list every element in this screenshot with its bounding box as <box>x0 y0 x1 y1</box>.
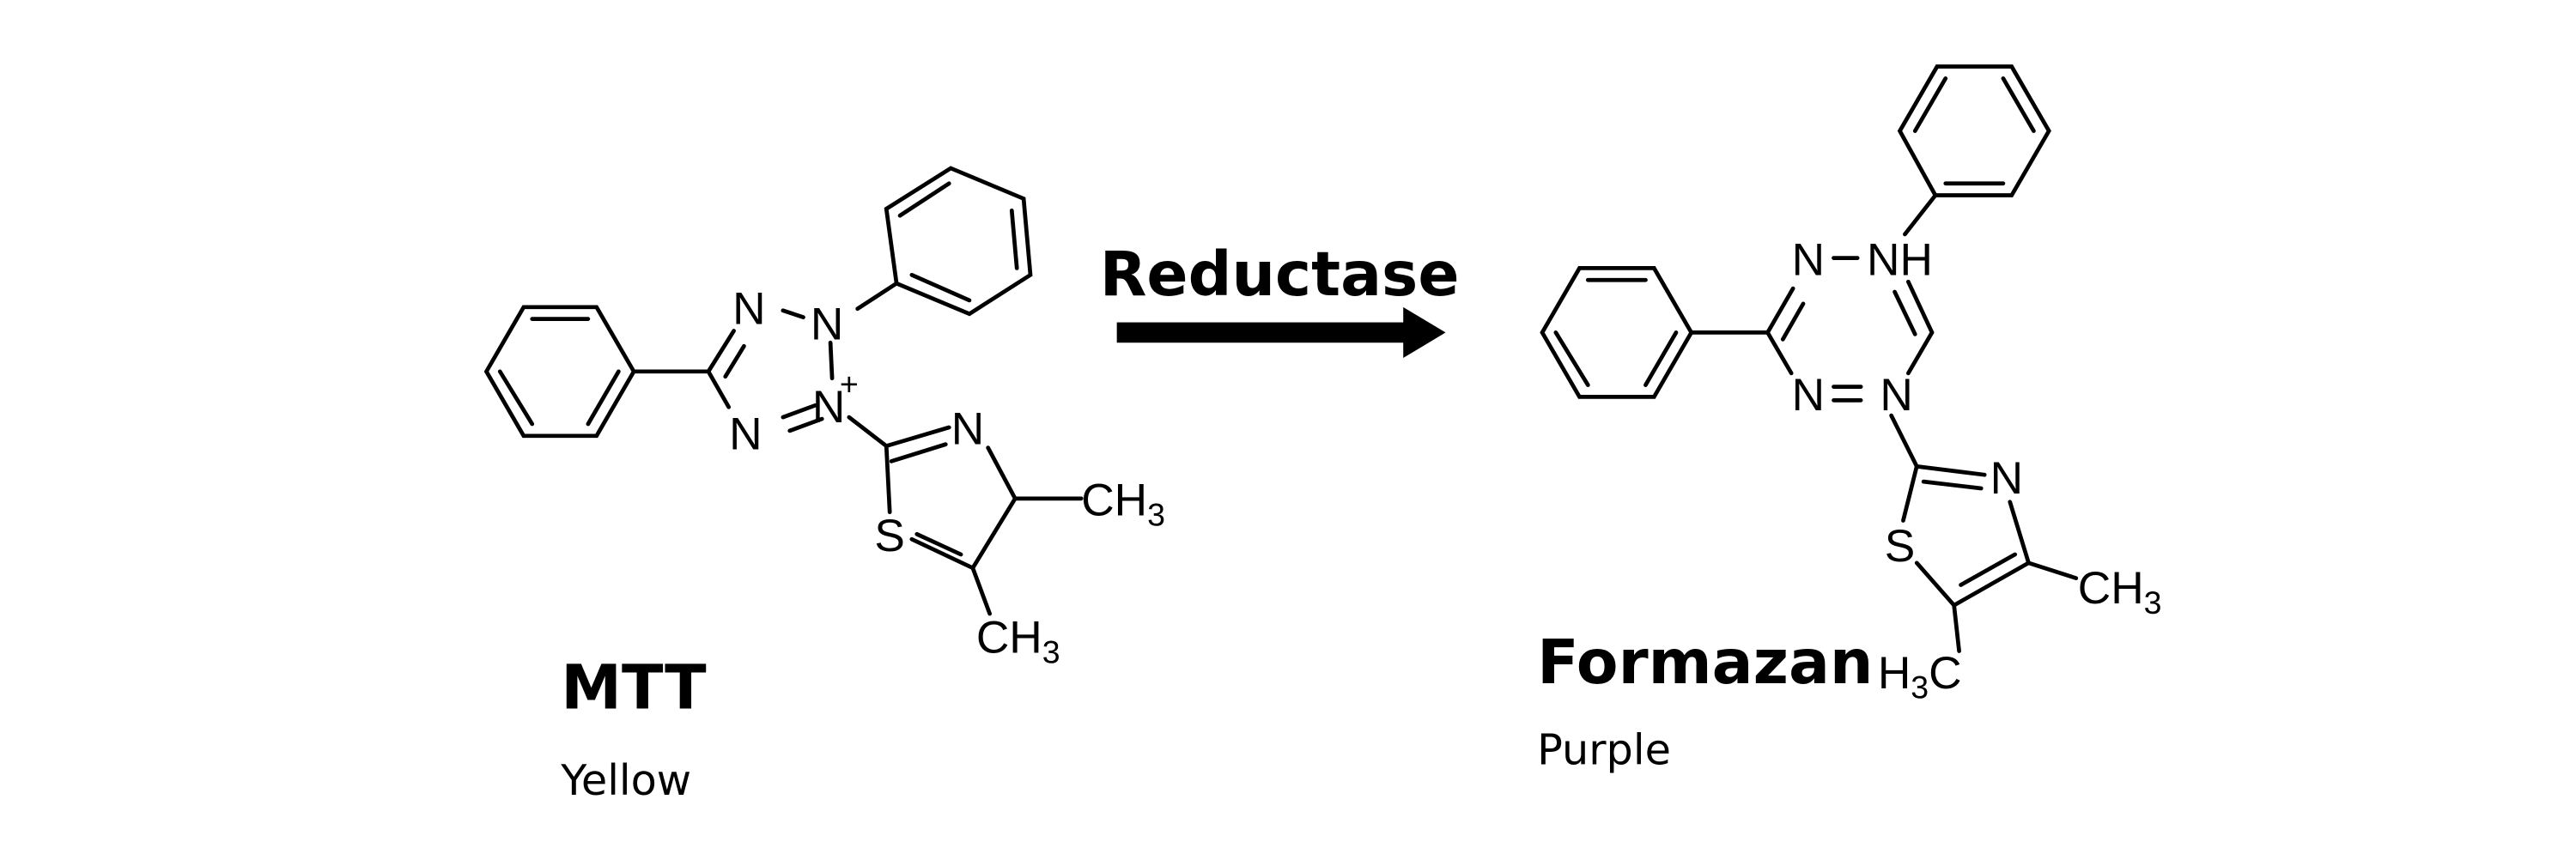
mtt-structure: N N N + N N S CH3 CH3 <box>483 166 1165 669</box>
mtt-atom-n1: N <box>732 284 765 335</box>
mtt-left-phenyl-ring <box>483 305 636 439</box>
formazan-central-ring <box>1765 256 1935 403</box>
reaction-arrow <box>1116 306 1446 359</box>
formazan-atom-n-top-left: N <box>1792 234 1825 285</box>
mtt-atom-n3: N <box>812 382 845 433</box>
formazan-methyl-left-label: H3C <box>1878 648 1962 706</box>
mtt-name-label: MTT <box>561 652 707 724</box>
formazan-color-label: Purple <box>1537 725 1671 775</box>
formazan-atom-nh: NH <box>1867 234 1933 285</box>
mtt-methyl-b-label: CH3 <box>976 612 1060 669</box>
mtt-atom-n2: N <box>811 299 843 349</box>
mtt-color-label: Yellow <box>560 755 691 805</box>
formazan-name-label: Formazan <box>1537 627 1873 698</box>
formazan-atom-n-bottom-right: N <box>1880 370 1912 421</box>
formazan-structure: N NH N N N S CH3 H3C <box>1540 64 2162 706</box>
mtt-thiazole-ring <box>847 415 1018 571</box>
formazan-thiazole-n: N <box>1990 453 2023 504</box>
formazan-thiazole-ring <box>1889 413 2031 608</box>
mtt-tetrazolium-ring <box>706 308 835 433</box>
formazan-upper-phenyl-ring <box>1897 64 2051 237</box>
formazan-bond-methyl-right <box>2026 560 2079 580</box>
formazan-atom-n-bottom-left: N <box>1792 370 1825 421</box>
mtt-atom-n4: N <box>729 409 762 460</box>
formazan-left-phenyl-ring <box>1540 266 1694 399</box>
mtt-upper-phenyl-ring <box>855 166 1033 317</box>
reductase-label: Reductase <box>1100 239 1460 310</box>
mtt-thiazole-s: S <box>874 511 905 561</box>
formazan-methyl-right-label: CH3 <box>2078 563 2162 621</box>
formazan-bond-methyl-left <box>1952 603 1961 653</box>
mtt-positive-charge: + <box>840 366 859 402</box>
mtt-methyl-a-label: CH3 <box>1081 475 1165 533</box>
formazan-thiazole-s: S <box>1885 521 1916 572</box>
mtt-thiazole-n: N <box>951 404 984 455</box>
mtt-bond-methyl-b <box>970 566 992 616</box>
